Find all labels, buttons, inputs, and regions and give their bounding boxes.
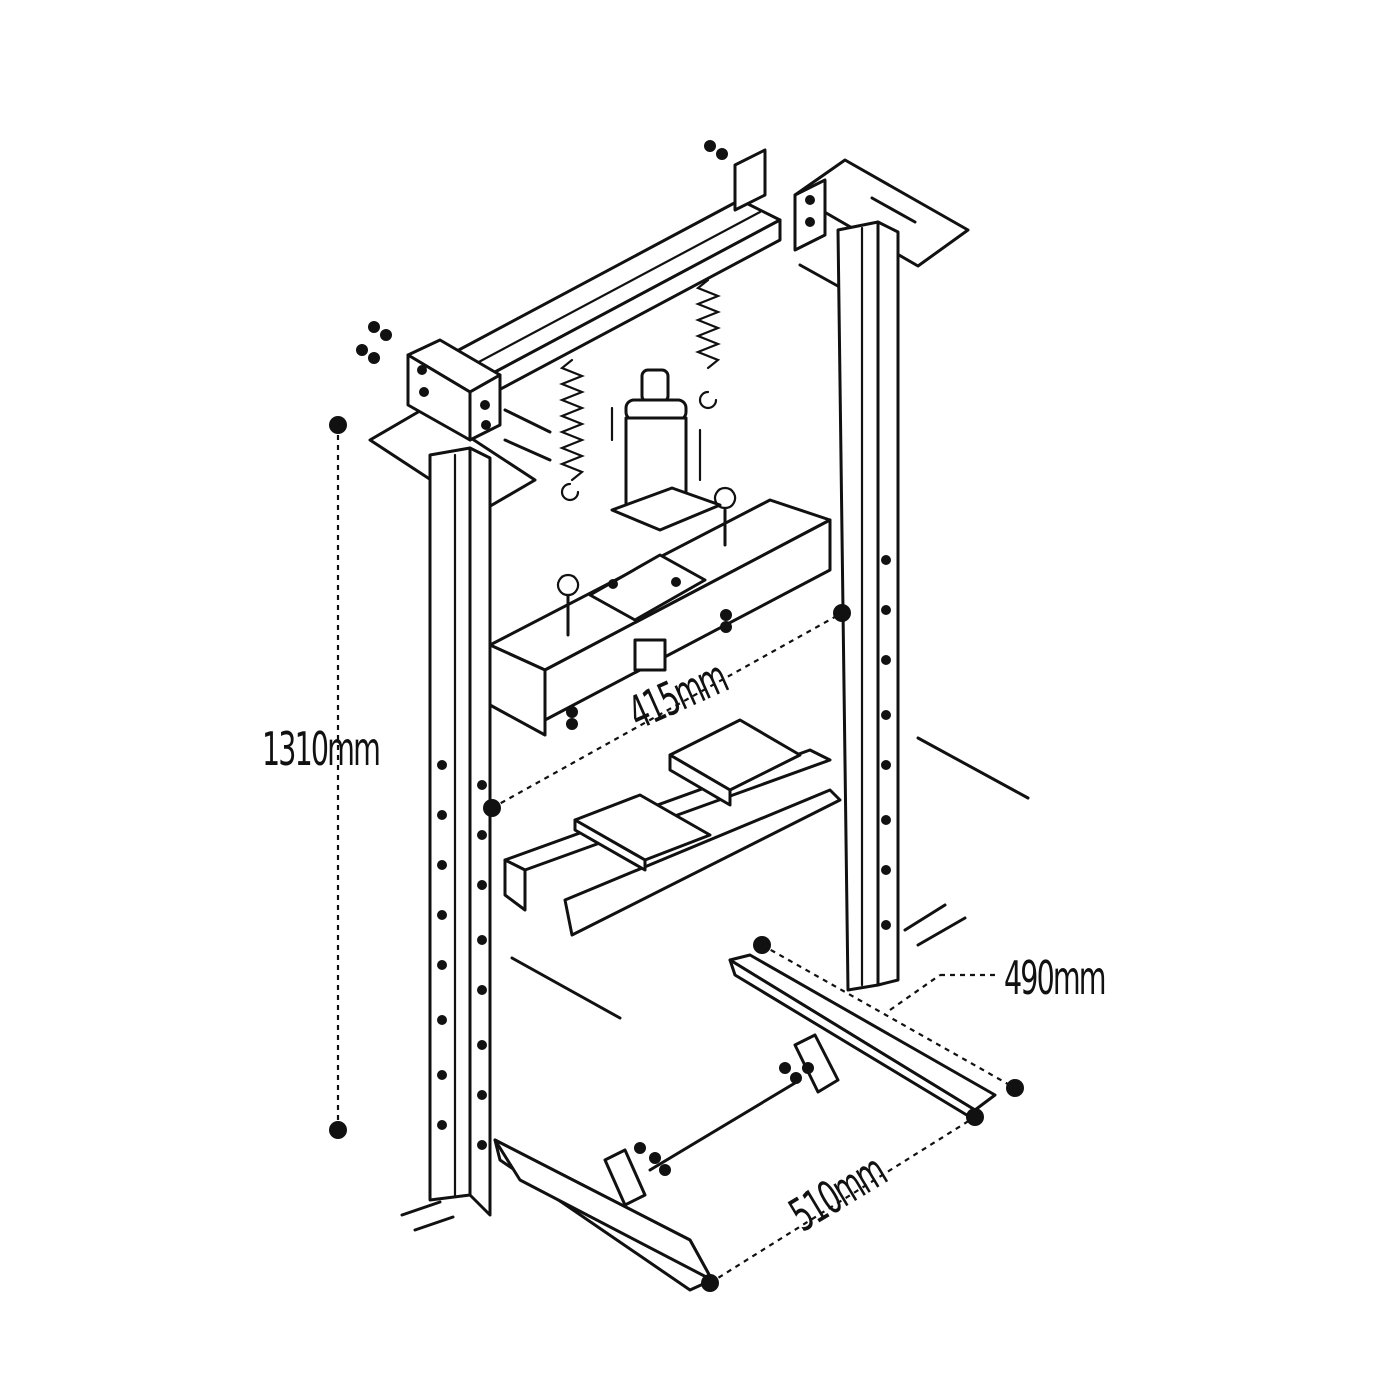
dimension-depth [753,936,1024,1097]
dimension-height-start-dot [329,416,347,434]
dimension-base-end-dot [966,1108,984,1126]
press-bed-and-v-blocks [503,718,842,937]
dimension-width-start-dot [483,799,501,817]
upright-adjustment-holes [437,555,891,1150]
right-upright [836,220,900,992]
dimension-depth-end-dot [1006,1079,1024,1097]
moving-press-beam [488,486,832,737]
dimension-depth-start-dot [753,936,771,954]
top-bracket-left [406,338,502,442]
base-foot-front [493,1138,714,1292]
left-upright [428,446,492,1217]
dimension-depth-label: 490mm [1004,951,1107,1005]
return-springs [559,278,721,502]
bottom-bolts [400,903,967,1232]
dimension-height-label: 1310mm [262,722,381,776]
hydraulic-bottle-jack [610,368,722,532]
base-connector-bar [603,1033,840,1207]
dimension-base-start-dot [701,1274,719,1292]
top-crossbeam [438,198,782,402]
dimension-height [329,416,347,1139]
dimension-width [483,604,851,817]
dimension-height-end-dot [329,1121,347,1139]
dimension-width-end-dot [833,604,851,622]
base-foot-rear [728,953,997,1122]
top-bracket-right [733,148,827,252]
support-pins [510,736,1030,1020]
dimension-base [701,1108,984,1292]
